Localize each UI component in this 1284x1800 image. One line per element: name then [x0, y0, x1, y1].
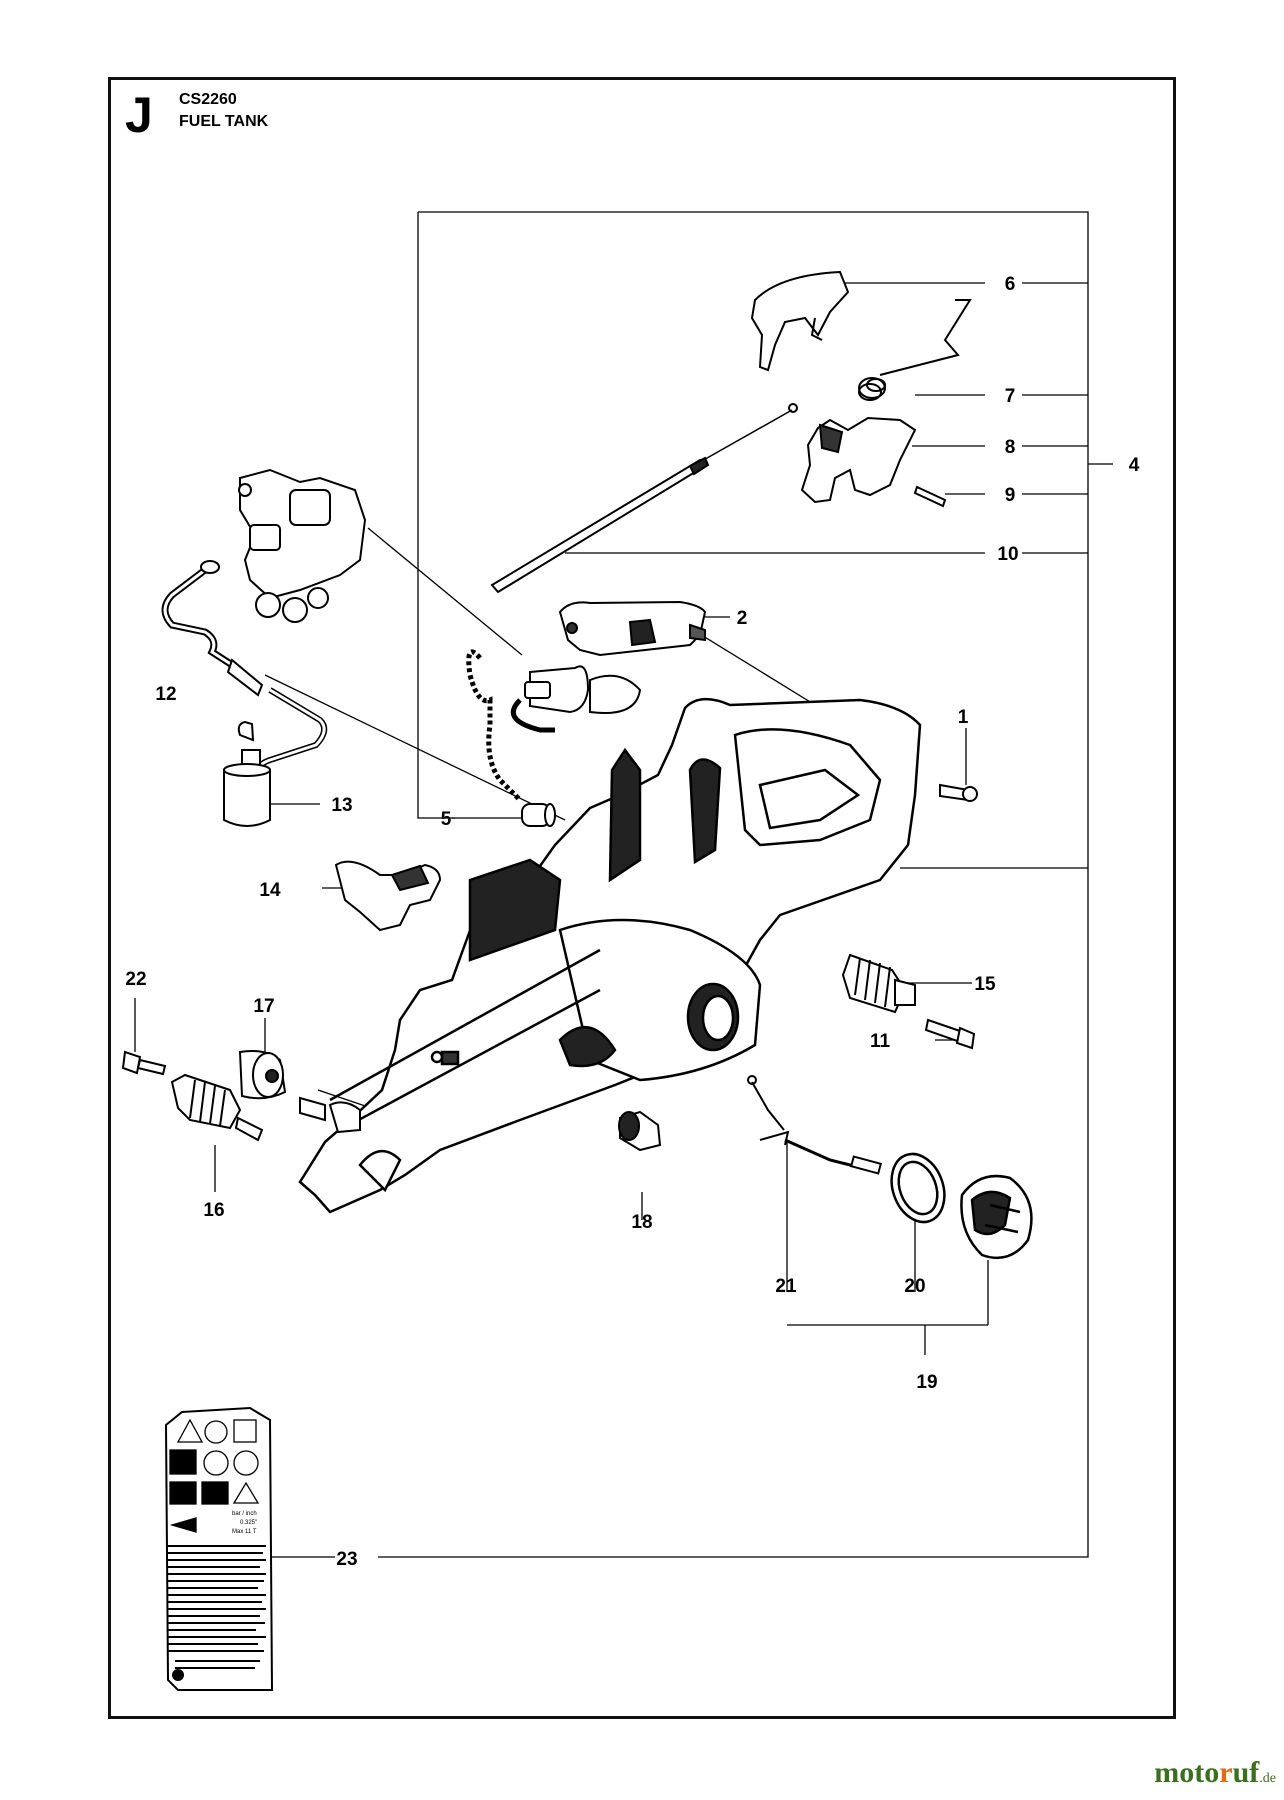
watermark-tld: .de — [1259, 1771, 1276, 1786]
watermark-main: moto — [1154, 1756, 1220, 1789]
callout-5: 5 — [441, 809, 452, 830]
sleeve — [299, 1096, 361, 1134]
part-10-throttle-rod — [490, 403, 798, 594]
main-crankcase-housing — [298, 698, 922, 1214]
part-11-screw — [924, 1018, 976, 1050]
callout-9: 9 — [1005, 485, 1016, 506]
part-23-warning-decal: bar / inch 0.325" Max 11 T — [164, 1406, 274, 1691]
part-12-fuel-hose — [161, 566, 244, 674]
callout-20: 20 — [904, 1276, 925, 1297]
callout-19: 19 — [916, 1372, 937, 1393]
part-19-fuel-cap — [960, 1174, 1033, 1260]
diagram-title: FUEL TANK — [179, 113, 269, 130]
watermark-logo: motoruf.de — [1154, 1756, 1276, 1790]
callout-7: 7 — [1005, 386, 1016, 407]
model-number: CS2260 — [179, 91, 237, 108]
part-9-pin — [913, 485, 947, 508]
callout-8: 8 — [1005, 437, 1016, 458]
part-13-fuel-filter — [223, 687, 328, 827]
part-16-av-spring — [170, 1073, 264, 1142]
callout-23: 23 — [336, 1549, 357, 1570]
part-6-handle-cover — [750, 270, 850, 372]
diagram-frame: J CS2260 FUEL TANK — [108, 77, 1176, 1719]
part-17-buffer — [238, 1050, 287, 1100]
callout-14: 14 — [259, 880, 281, 901]
assembly-bracket — [378, 211, 1089, 1558]
decal-text-bar: bar / inch — [232, 1511, 257, 1517]
callout-10: 10 — [997, 544, 1018, 565]
carburettor-context — [238, 468, 367, 623]
decal-text-pitch: 0.325" — [240, 1520, 257, 1526]
callout-13: 13 — [331, 795, 352, 816]
callout-18: 18 — [631, 1212, 652, 1233]
callout-21: 21 — [775, 1276, 797, 1297]
part-8-throttle-trigger — [800, 416, 917, 504]
callout-11: 11 — [870, 1031, 891, 1052]
part-14-cover — [334, 860, 442, 932]
callout-12: 12 — [155, 684, 176, 705]
callout-15: 15 — [974, 974, 996, 995]
part-15-av-spring — [841, 953, 916, 1014]
part-2-top-cover — [558, 600, 707, 657]
watermark-tail: uf — [1232, 1756, 1260, 1789]
callout-22: 22 — [125, 969, 146, 990]
part-21-vent-line — [747, 1075, 883, 1175]
callout-2: 2 — [737, 608, 748, 629]
decal-text-max: Max 11 T — [232, 1529, 257, 1535]
part-1-screw — [939, 783, 978, 802]
part-22-bolt — [121, 1050, 167, 1076]
callout-4: 4 — [1129, 455, 1140, 476]
primer-bulb-context — [466, 649, 642, 802]
part-18-plug — [618, 1110, 662, 1152]
callout-1: 1 — [958, 707, 969, 728]
part-20-o-ring — [890, 1152, 946, 1224]
part-5-grommet — [521, 803, 556, 827]
callout-16: 16 — [203, 1200, 224, 1221]
callout-6: 6 — [1005, 274, 1016, 295]
callout-17: 17 — [253, 996, 274, 1017]
section-letter: J — [125, 87, 153, 143]
watermark-accent: r — [1219, 1756, 1233, 1789]
part-7-spring — [858, 299, 972, 401]
